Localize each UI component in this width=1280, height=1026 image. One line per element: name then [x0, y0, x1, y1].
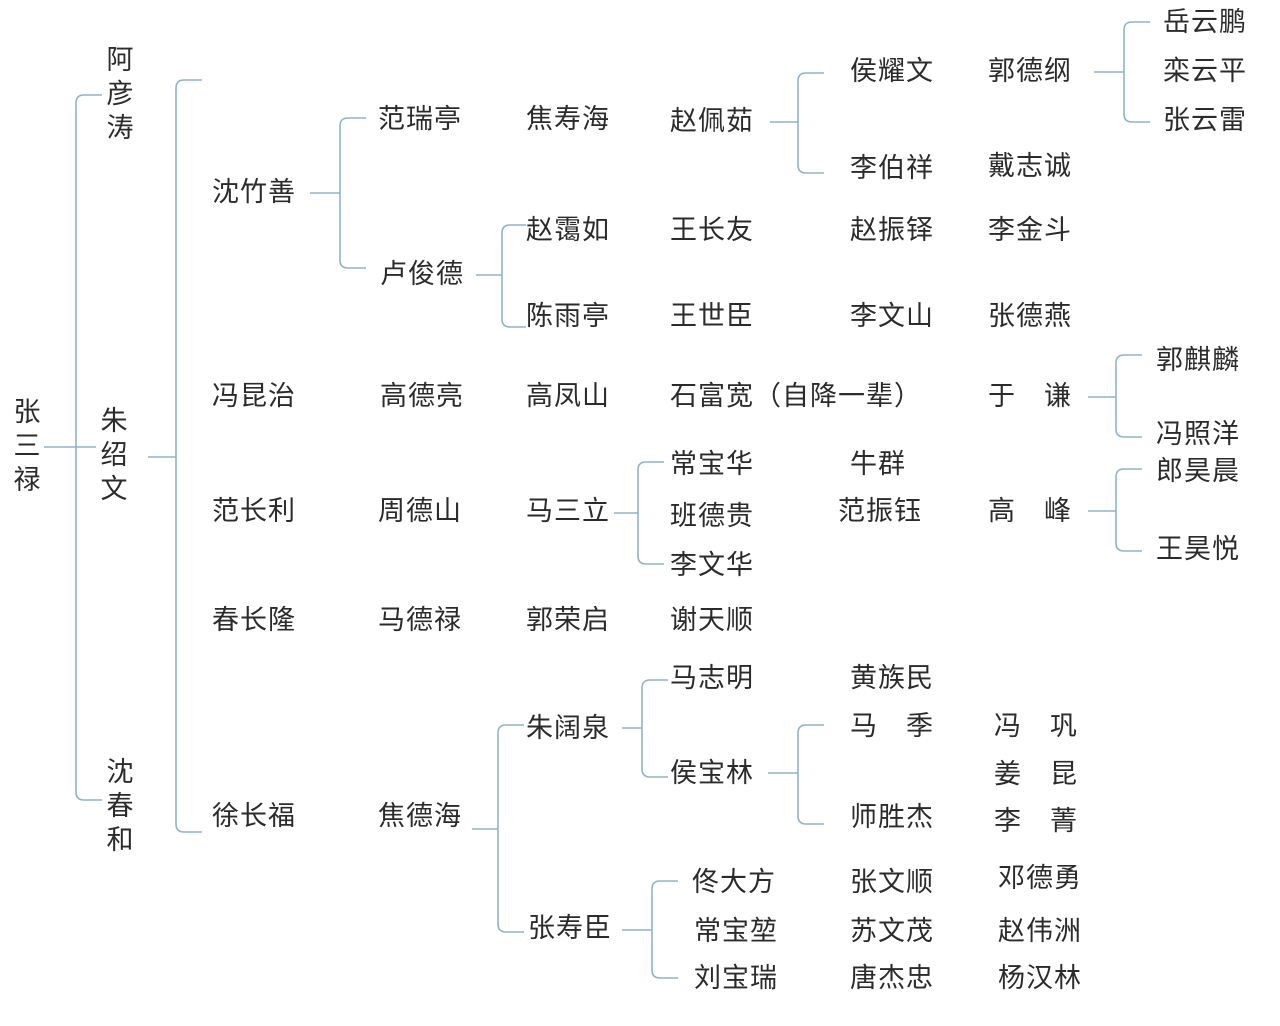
bracket-ma-sanli	[614, 461, 664, 565]
person-su-wenmao: 苏文茂	[850, 916, 934, 947]
person-luan-yunping: 栾云平	[1163, 56, 1247, 87]
person-zhao-airu: 赵霭如	[526, 215, 610, 246]
person-wang-changyou: 王长友	[670, 215, 754, 246]
person-a-yantao: 阿彦涛	[106, 45, 134, 144]
person-deng-deyong: 邓德勇	[998, 863, 1082, 894]
person-guo-qilin: 郭麒麟	[1156, 345, 1240, 376]
person-zhang-shouchen: 张寿臣	[528, 913, 612, 944]
person-liu-baorui: 刘宝瑞	[694, 963, 778, 994]
bracket-zhu-kuoquan	[622, 679, 668, 778]
person-shi-fukuan: 石富宽（自降一辈）	[670, 381, 922, 412]
person-zhang-sanlu: 张三禄	[13, 397, 41, 496]
person-lu-junde: 卢俊德	[380, 259, 464, 290]
person-chen-yuting: 陈雨亭	[526, 301, 610, 332]
person-ma-ji: 马 季	[850, 711, 934, 742]
person-jiao-dehai: 焦德海	[378, 801, 462, 832]
person-niu-qun: 牛群	[850, 449, 906, 480]
person-gao-deliang: 高德亮	[380, 381, 464, 412]
person-ban-degui: 班德贵	[670, 501, 754, 532]
person-chang-baofeng: 常宝堃	[694, 916, 778, 947]
person-li-wenhua: 李文华	[670, 550, 754, 581]
person-huang-zumin: 黄族民	[850, 663, 934, 694]
person-shen-zhushan: 沈竹善	[212, 177, 296, 208]
person-ma-sanli: 马三立	[526, 496, 610, 527]
person-fan-changli: 范长利	[212, 496, 296, 527]
person-ma-delu: 马德禄	[378, 605, 462, 636]
bracket-shen-zhushan	[310, 117, 366, 269]
person-li-jindou: 李金斗	[988, 215, 1072, 246]
bracket-jiao-dehai	[472, 724, 524, 933]
person-tang-jiezhong: 唐杰忠	[850, 963, 934, 994]
person-li-jing: 李 菁	[994, 806, 1078, 837]
bracket-hou-baolin	[768, 724, 824, 825]
person-zhang-yunlei: 张云雷	[1163, 105, 1247, 136]
person-yu-qian: 于 谦	[988, 381, 1072, 412]
bracket-zhang-sanlu	[44, 94, 102, 801]
person-xu-changfu: 徐长福	[212, 801, 296, 832]
person-ma-zhiming: 马志明	[670, 663, 754, 694]
person-wang-haoyue: 王昊悦	[1156, 534, 1240, 565]
bracket-gao-feng	[1088, 468, 1142, 552]
person-wang-shichen: 王世臣	[670, 301, 754, 332]
person-feng-kunzhi: 冯昆治	[212, 381, 296, 412]
person-guo-degang: 郭德纲	[988, 56, 1072, 87]
person-fan-zhenyu: 范振钰	[838, 496, 922, 527]
bracket-zhang-shouchen	[622, 880, 678, 979]
person-tong-dafang: 佟大方	[692, 867, 776, 898]
bracket-zhu-shaowen	[148, 79, 202, 833]
person-zhu-shaowen: 朱绍文	[100, 406, 128, 505]
person-gao-fengshan: 高凤山	[526, 381, 610, 412]
person-zhu-kuoquan: 朱阔泉	[526, 713, 610, 744]
person-gao-feng: 高 峰	[988, 496, 1072, 527]
person-dai-zhicheng: 戴志诚	[988, 151, 1072, 182]
bracket-yu-qian	[1088, 354, 1142, 438]
bracket-guo-degang	[1094, 21, 1150, 123]
person-jiao-shouhai: 焦寿海	[526, 104, 610, 135]
person-lang-haochen: 郎昊晨	[1156, 456, 1240, 487]
person-zhang-wenshun: 张文顺	[850, 867, 934, 898]
person-feng-gong: 冯 巩	[994, 711, 1078, 742]
person-shen-chunhe: 沈春和	[106, 757, 134, 856]
person-zhao-zhenduo: 赵振铎	[850, 215, 934, 246]
person-zhang-deyan: 张德燕	[988, 301, 1072, 332]
person-shi-shengjie: 师胜杰	[850, 802, 934, 833]
person-jiang-kun: 姜 昆	[994, 759, 1078, 790]
person-li-boxiang: 李伯祥	[850, 153, 934, 184]
person-feng-zhaoyang: 冯照洋	[1156, 419, 1240, 450]
person-chun-changlong: 春长隆	[212, 605, 296, 636]
person-zhao-weizhou: 赵伟洲	[998, 916, 1082, 947]
bracket-lu-junde	[476, 224, 526, 328]
person-guo-rongqi: 郭荣启	[526, 605, 610, 636]
person-chang-baohua: 常宝华	[670, 449, 754, 480]
person-fan-ruiting: 范瑞亭	[378, 104, 462, 135]
person-hou-baolin: 侯宝林	[670, 758, 754, 789]
person-zhou-deshan: 周德山	[378, 496, 462, 527]
person-li-wenshan: 李文山	[850, 301, 934, 332]
person-xie-tianshun: 谢天顺	[670, 605, 754, 636]
bracket-zhao-peiru	[770, 72, 824, 174]
person-hou-yaowen: 侯耀文	[850, 56, 934, 87]
person-zhao-hanlin: 杨汉林	[998, 963, 1082, 994]
person-yue-yunpeng: 岳云鹏	[1163, 7, 1247, 38]
person-zhao-peiru: 赵佩茹	[670, 106, 754, 137]
